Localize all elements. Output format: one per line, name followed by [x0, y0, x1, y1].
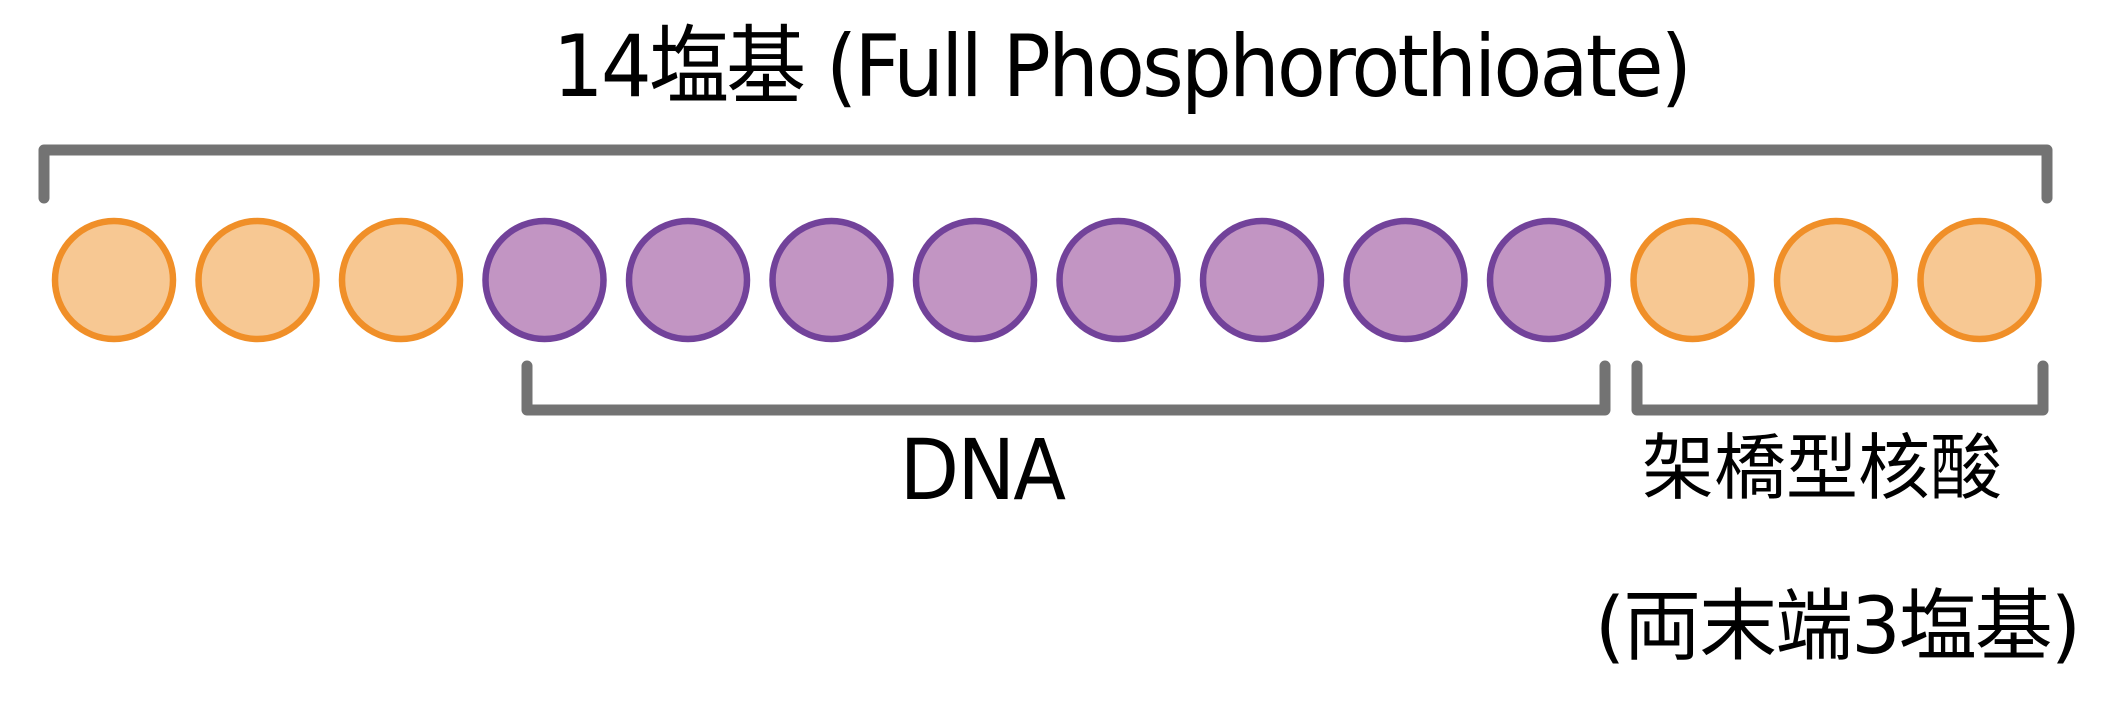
bracket-dna-segment — [521, 360, 1611, 416]
dna-nucleotide — [769, 217, 894, 343]
bridged-nucleotide — [338, 217, 464, 343]
dna-nucleotide — [1199, 217, 1325, 343]
dna-nucleotide — [912, 217, 1038, 343]
dna-segment-label: DNA — [899, 421, 1067, 519]
dna-nucleotide — [1056, 217, 1181, 343]
dna-nucleotide — [625, 217, 751, 343]
bridged-ends-note: (両末端3塩基) — [1594, 582, 2082, 672]
brackets — [38, 144, 2053, 416]
bridged-nucleotide — [1917, 217, 2042, 343]
bridged-nucleic-acid-label: 架橋型核酸 — [1641, 426, 2002, 510]
dna-nucleotide — [1343, 217, 1468, 343]
bracket-bridged-segment — [1631, 360, 2049, 416]
dna-nucleotide — [482, 217, 607, 343]
diagram-title: 14塩基 (Full Phosphorothioate) — [552, 17, 1692, 117]
bracket-full-length — [38, 144, 2053, 204]
dna-nucleotide — [1486, 217, 1612, 343]
bridged-nucleotide — [195, 217, 320, 343]
bridged-nucleotide — [1773, 217, 1899, 343]
nucleotide-row — [51, 217, 2042, 343]
bridged-nucleotide — [1630, 217, 1755, 343]
bridged-nucleotide — [51, 217, 177, 343]
